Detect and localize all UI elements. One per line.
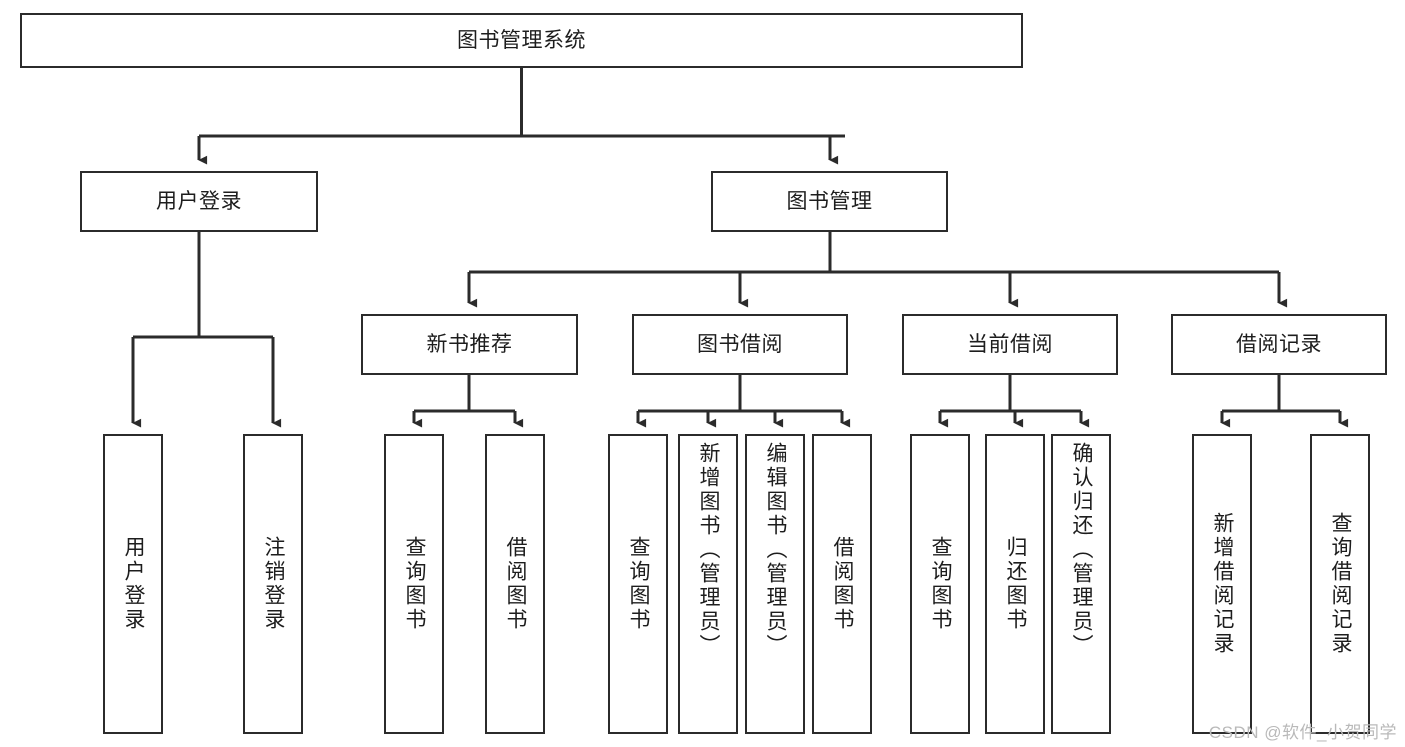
node-leaf-query-book-borrow[interactable]: 查询图书 xyxy=(608,434,668,734)
node-leaf-edit-book[interactable]: 编辑图书（管理员） xyxy=(745,434,805,734)
node-book-manage-label: 图书管理 xyxy=(786,189,873,213)
node-leaf-confirm-return[interactable]: 确认归还（管理员） xyxy=(1051,434,1111,734)
node-root-label: 图书管理系统 xyxy=(457,28,586,52)
node-leaf-user-login-label: 用户登录 xyxy=(122,536,146,632)
node-leaf-edit-book-label: 编辑图书（管理员） xyxy=(764,442,788,658)
node-user-login-label: 用户登录 xyxy=(156,189,242,213)
node-current-borrow-label: 当前借阅 xyxy=(967,332,1053,356)
node-leaf-query-book-rec-label: 查询图书 xyxy=(403,536,427,632)
node-leaf-return-book-label: 归还图书 xyxy=(1004,536,1028,632)
node-leaf-query-book-rec[interactable]: 查询图书 xyxy=(384,434,444,734)
node-leaf-query-book-cur[interactable]: 查询图书 xyxy=(910,434,970,734)
node-leaf-add-record-label: 新增借阅记录 xyxy=(1211,512,1235,656)
node-book-manage[interactable]: 图书管理 xyxy=(711,171,948,232)
node-leaf-return-book[interactable]: 归还图书 xyxy=(985,434,1045,734)
node-new-book-rec-label: 新书推荐 xyxy=(426,332,513,356)
node-current-borrow[interactable]: 当前借阅 xyxy=(902,314,1118,375)
node-new-book-rec[interactable]: 新书推荐 xyxy=(361,314,578,375)
node-user-login[interactable]: 用户登录 xyxy=(80,171,318,232)
node-leaf-logout[interactable]: 注销登录 xyxy=(243,434,303,734)
node-leaf-borrow-book[interactable]: 借阅图书 xyxy=(812,434,872,734)
node-leaf-query-book-cur-label: 查询图书 xyxy=(929,536,953,632)
node-leaf-borrow-book-rec[interactable]: 借阅图书 xyxy=(485,434,545,734)
node-borrow-record-label: 借阅记录 xyxy=(1236,332,1322,356)
node-leaf-add-record[interactable]: 新增借阅记录 xyxy=(1192,434,1252,734)
node-leaf-borrow-book-rec-label: 借阅图书 xyxy=(504,536,528,632)
node-leaf-query-record[interactable]: 查询借阅记录 xyxy=(1310,434,1370,734)
node-leaf-confirm-return-label: 确认归还（管理员） xyxy=(1070,442,1094,658)
connector-lines xyxy=(131,68,1349,428)
node-leaf-borrow-book-label: 借阅图书 xyxy=(831,536,855,632)
node-leaf-query-record-label: 查询借阅记录 xyxy=(1329,512,1353,656)
node-root-system[interactable]: 图书管理系统 xyxy=(20,13,1023,68)
node-leaf-add-book-label: 新增图书（管理员） xyxy=(697,442,721,658)
node-leaf-add-book[interactable]: 新增图书（管理员） xyxy=(678,434,738,734)
node-book-borrow-label: 图书借阅 xyxy=(697,332,783,356)
node-book-borrow[interactable]: 图书借阅 xyxy=(632,314,848,375)
node-leaf-logout-label: 注销登录 xyxy=(262,536,286,632)
node-borrow-record[interactable]: 借阅记录 xyxy=(1171,314,1387,375)
node-leaf-query-book-borrow-label: 查询图书 xyxy=(627,536,651,632)
node-leaf-user-login[interactable]: 用户登录 xyxy=(103,434,163,734)
